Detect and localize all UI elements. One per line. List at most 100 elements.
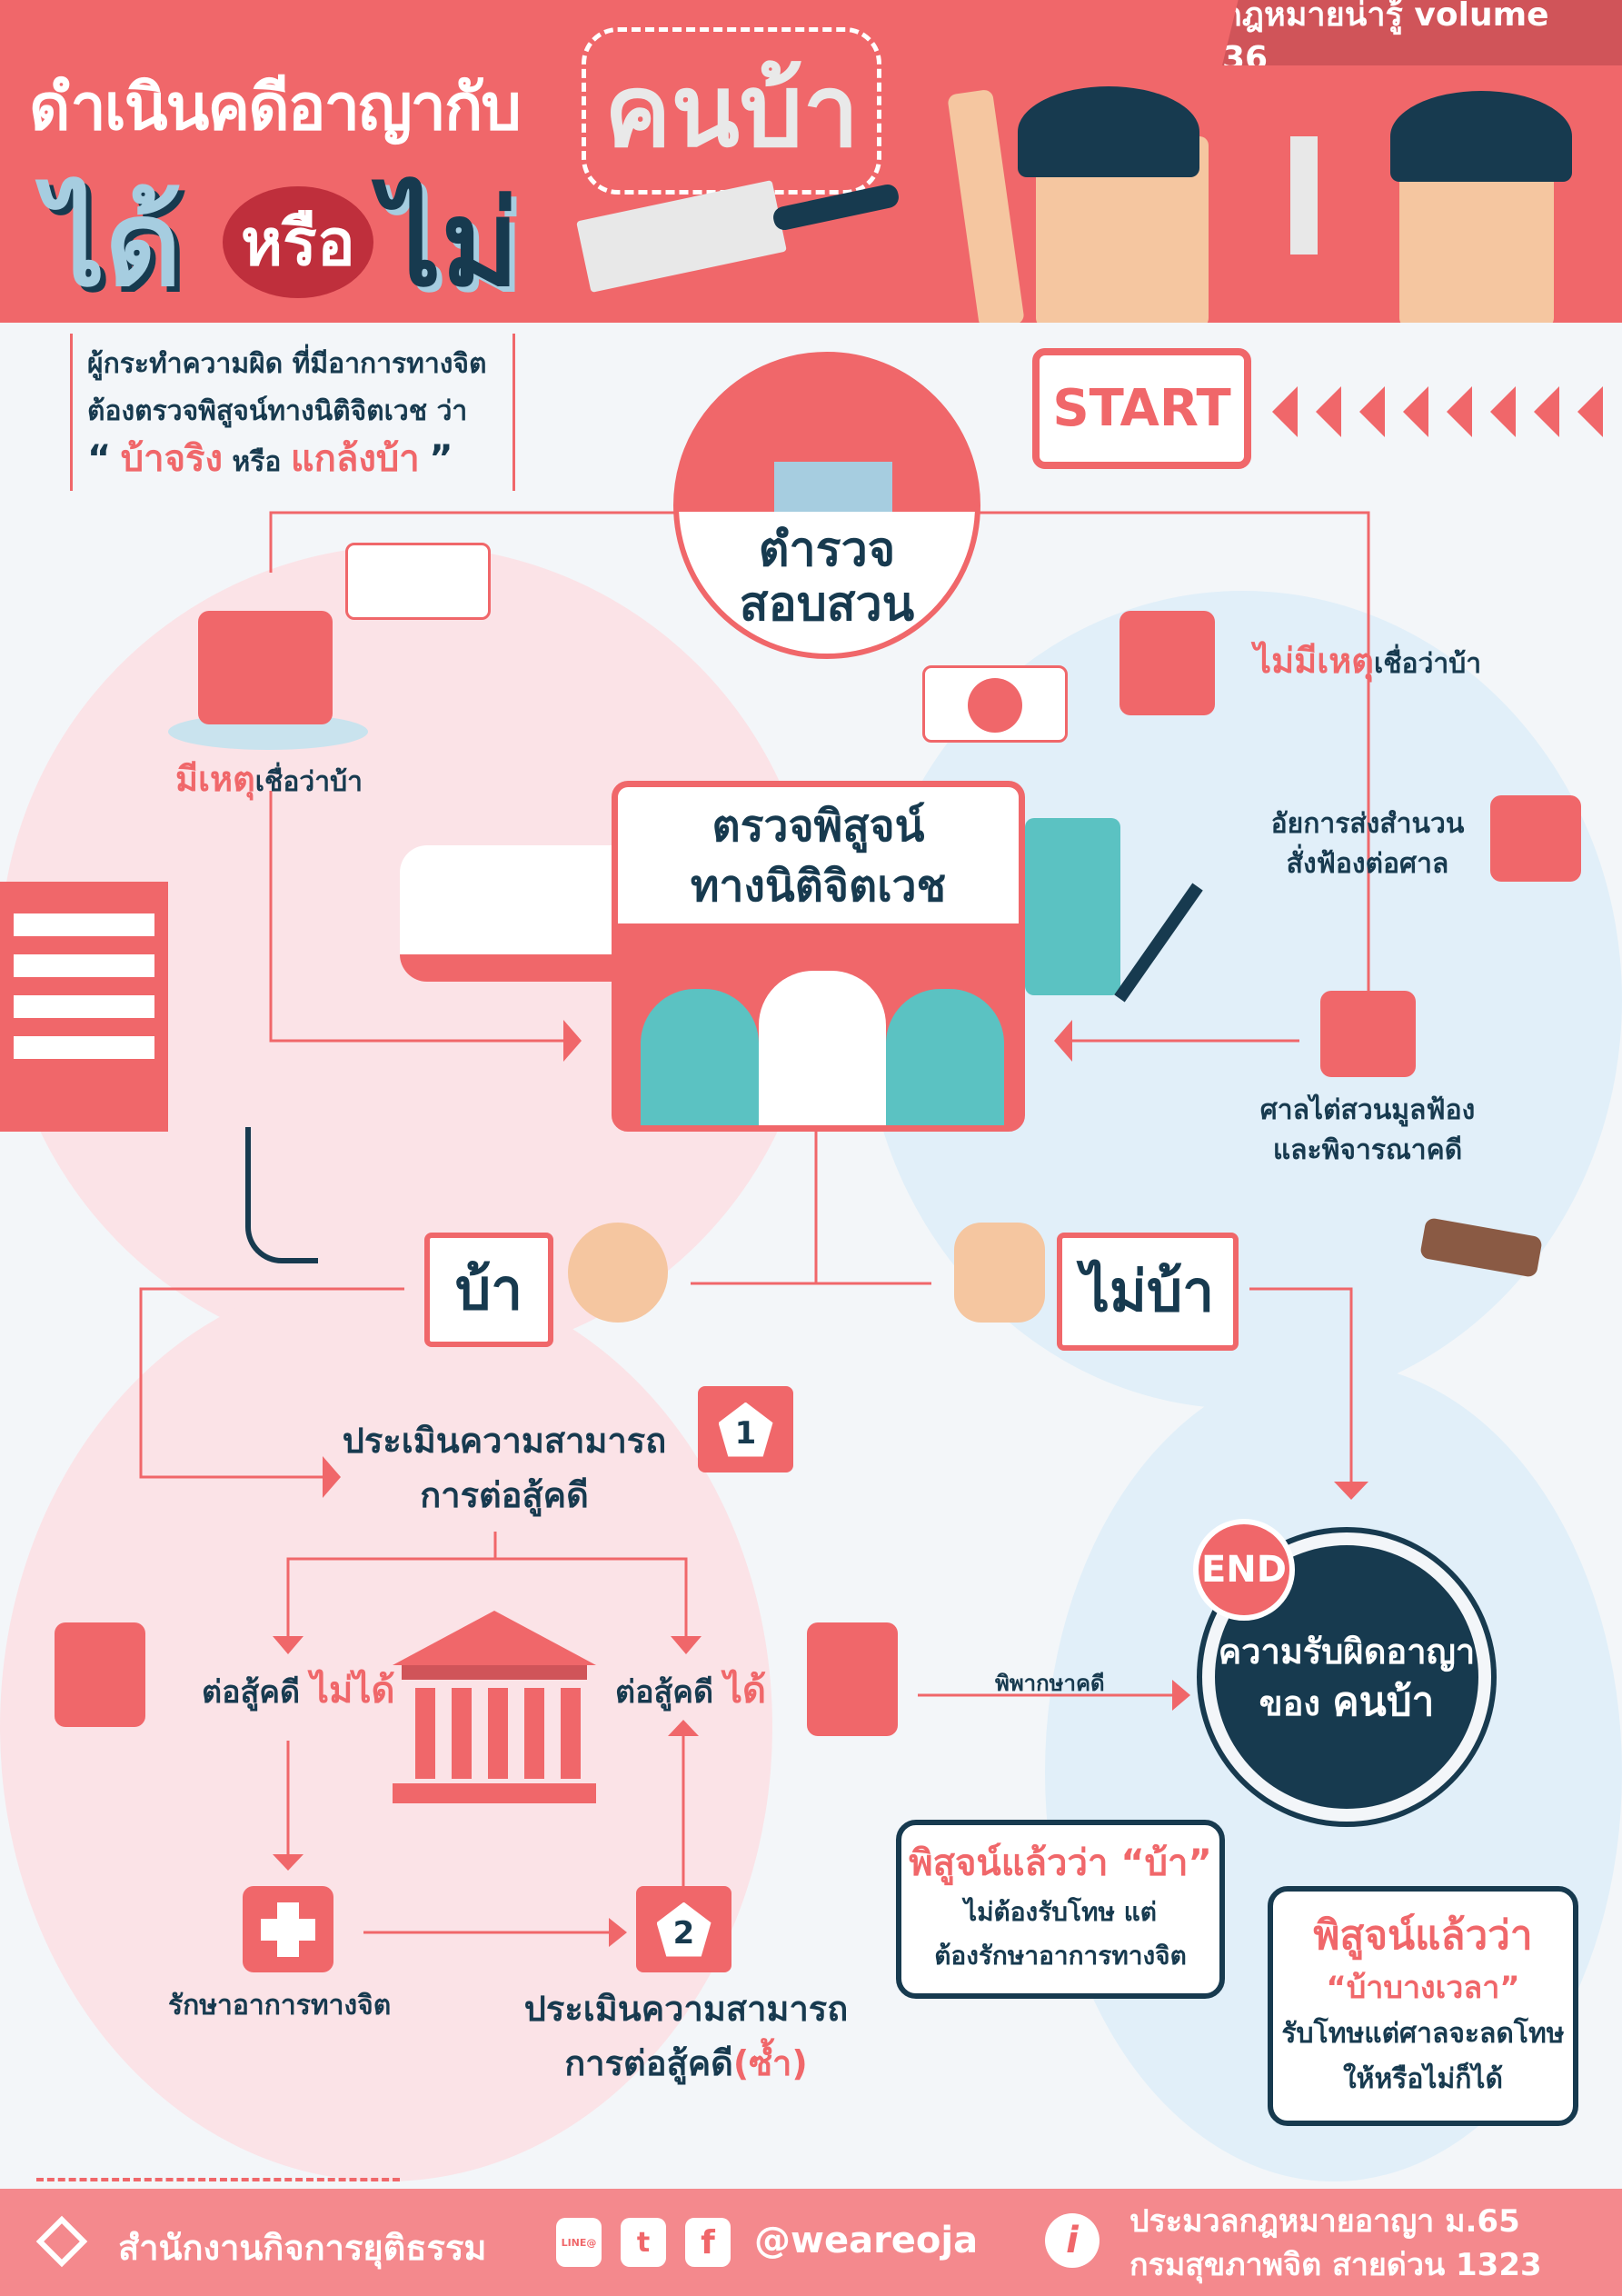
step-2-badge: 2 xyxy=(636,1886,731,1972)
medicine-bottle-icon xyxy=(1025,818,1120,995)
assess-line1: ประเมินความสามารถ xyxy=(342,1421,667,1461)
courthouse-icon xyxy=(393,1611,596,1803)
connector-line xyxy=(286,1532,497,1636)
open-quote: “ xyxy=(87,438,112,480)
series-tag: กฎหมายน่ารู้ volume 36 xyxy=(1222,0,1622,65)
hair-illustration xyxy=(1018,86,1199,177)
forensic-psychiatry-node: ตรวจพิสูจน์ ทางนิติจิตเวช xyxy=(612,781,1025,1132)
connector-line xyxy=(691,1132,818,1285)
prosecutor-line2: สั่งฟ้องต่อศาล xyxy=(1286,848,1449,880)
prosecutor-icon xyxy=(1490,795,1581,882)
badge-number: 2 xyxy=(656,1902,711,1957)
reason-yes-rest: เชื่อว่าบ้า xyxy=(254,766,363,798)
arrow-head xyxy=(609,1918,627,1947)
end-line1: ความรับผิดอาญา xyxy=(1218,1631,1476,1672)
reassess-line2: การต่อสู้คดี xyxy=(564,2043,733,2083)
mad-node: บ้า xyxy=(424,1233,553,1347)
outcome-mad-title: พิสูจน์แล้วว่า “บ้า” xyxy=(909,1842,1212,1884)
intro-line1: ผู้กระทำความผิด ที่มีอาการทางจิต xyxy=(87,348,487,380)
surgeon-illustration xyxy=(886,989,1004,1125)
forensic-line2: ทางนิติจิตเวช xyxy=(690,861,947,912)
running-figures-icon xyxy=(36,2081,400,2181)
judgment-label: พิพากษาคดี xyxy=(995,1671,1105,1696)
outcome-mad-line2: ต้องรักษาอาการทางจิต xyxy=(934,1941,1187,1971)
reason-no-rest: เชื่อว่าบ้า xyxy=(1373,648,1482,680)
dizzy-face-icon xyxy=(568,1223,668,1323)
header-banner: กฎหมายน่ารู้ volume 36 ดำเนินคดีอาญากับ … xyxy=(0,0,1622,323)
line-icon[interactable]: LINE@ xyxy=(556,2218,602,2267)
info-icon: i xyxy=(1045,2213,1100,2268)
faking-text: แกล้งบ้า xyxy=(290,438,420,480)
arrow-head xyxy=(668,1720,699,1736)
outcome-mad-bubble: พิสูจน์แล้วว่า “บ้า” ไม่ต้องรับโทษ แต่ ต… xyxy=(896,1820,1225,1999)
medical-cross-icon xyxy=(243,1886,333,1972)
court-line1: ศาลไต่สวนมูลฟ้อง xyxy=(1259,1094,1476,1126)
devil-face-bubble-icon xyxy=(922,665,1068,743)
title-can: ได้ xyxy=(45,175,182,313)
police-label: ตำรวจ สอบสวน xyxy=(679,512,975,654)
not-mad-node: ไม่บ้า xyxy=(1057,1233,1239,1351)
reassess-label: ประเมินความสามารถ การต่อสู้คดี(ซ้ำ) xyxy=(518,1982,854,2091)
outcome-partial-title: พิสูจน์แล้วว่า xyxy=(1313,1912,1533,1959)
end-line2-highlight: คนบ้า xyxy=(1332,1678,1435,1725)
arrow-head xyxy=(1334,1482,1368,1500)
connector-line xyxy=(495,1557,688,1636)
title-not: ไม่ xyxy=(382,175,520,313)
police-line2: สอบสวน xyxy=(739,577,915,632)
arrow-head xyxy=(323,1456,341,1498)
social-handle[interactable]: @weareoja xyxy=(754,2220,979,2261)
end-badge: END xyxy=(1193,1519,1295,1621)
facebook-icon[interactable]: f xyxy=(685,2218,731,2267)
arrow-head xyxy=(671,1636,702,1654)
chevron-left-icon xyxy=(1316,386,1341,437)
footer: สำนักงานกิจการยุติธรรม xyxy=(0,2189,1622,2296)
title-highlight: คนบ้า xyxy=(582,27,882,195)
arrow-head xyxy=(563,1020,582,1062)
info-text: ประมวลกฎหมายอาญา ม.65 กรมสุขภาพจิต สายด่… xyxy=(1129,2200,1542,2287)
forensic-line1: ตรวจพิสูจน์ xyxy=(711,801,925,852)
reason-no-highlight: ไม่มีเหตุ xyxy=(1254,641,1374,681)
chevron-left-icon xyxy=(1534,386,1559,437)
assess-line2: การต่อสู้คดี xyxy=(420,1475,589,1515)
can-fight-prefix: ต่อสู้คดี xyxy=(615,1674,714,1711)
reason-no-label: ไม่มีเหตุเชื่อว่าบ้า xyxy=(1254,641,1481,684)
can-fight-highlight: ได้ xyxy=(723,1670,767,1712)
court-trial-label: ศาลไต่สวนมูลฟ้อง และพิจารณาคดี xyxy=(1245,1091,1490,1171)
badge-number: 1 xyxy=(718,1402,773,1457)
info-line2: กรมสุขภาพจิต สายด่วน 1323 xyxy=(1129,2247,1542,2283)
cannot-fight-label: ต่อสู้คดี ไม่ได้ xyxy=(202,1671,395,1712)
outcome-partial-bubble: พิสูจน์แล้วว่า “บ้าบางเวลา” รับโทษแต่ศาล… xyxy=(1268,1886,1578,2126)
treatment-label: รักษาอาการทางจิต xyxy=(168,1990,392,2021)
start-bubble: START xyxy=(1032,348,1251,469)
chevron-left-icon xyxy=(1403,386,1428,437)
chevron-left-icon xyxy=(1577,386,1603,437)
outcome-partial-line2: ให้หรือไม่ก็ได้ xyxy=(1343,2063,1503,2095)
reason-yes-label: มีเหตุเชื่อว่าบ้า xyxy=(175,759,363,803)
chevron-left-icon xyxy=(1272,386,1298,437)
prosecutor-label: อัยการส่งสำนวน สั่งฟ้องต่อศาล xyxy=(1259,804,1477,884)
hair-illustration xyxy=(1390,91,1572,182)
close-quote: ” xyxy=(429,438,453,480)
step-1-badge: 1 xyxy=(698,1386,793,1472)
assess-label: ประเมินความสามารถ การต่อสู้คดี xyxy=(341,1413,668,1522)
court-line2: และพิจารณาคดี xyxy=(1272,1134,1463,1166)
intro-box: ผู้กระทำความผิด ที่มีอาการทางจิต ต้องตรว… xyxy=(70,334,515,491)
arrow-head xyxy=(273,1636,304,1654)
reassess-suffix: (ซ้ำ) xyxy=(732,2043,808,2083)
twitter-icon[interactable]: t xyxy=(621,2218,666,2267)
title-or: หรือ xyxy=(223,186,373,298)
forensic-title: ตรวจพิสูจน์ ทางนิติจิตเวช xyxy=(618,787,1019,923)
chevron-left-icon xyxy=(1359,386,1385,437)
confused-head-icon xyxy=(198,611,333,724)
calm-face-icon xyxy=(954,1223,1045,1323)
reassess-line1: ประเมินความสามารถ xyxy=(523,1989,849,2029)
end-line2-prefix: ของ xyxy=(1259,1682,1320,1723)
intro-line3: “ บ้าจริง หรือ แกล้งบ้า ” xyxy=(87,435,498,486)
title-line1: ดำเนินคดีอาญากับ xyxy=(29,70,522,145)
intro-line2: ต้องตรวจพิสูจน์ทางนิติจิตเวช ว่า xyxy=(87,395,468,427)
defendant-podium-icon xyxy=(807,1622,898,1736)
police-investigation-node: ตำรวจ สอบสวน xyxy=(673,352,980,659)
wheelchair-nurse-icon xyxy=(245,1127,318,1263)
really-mad-text: บ้าจริง xyxy=(120,438,224,480)
connector-line xyxy=(1249,1287,1353,1482)
